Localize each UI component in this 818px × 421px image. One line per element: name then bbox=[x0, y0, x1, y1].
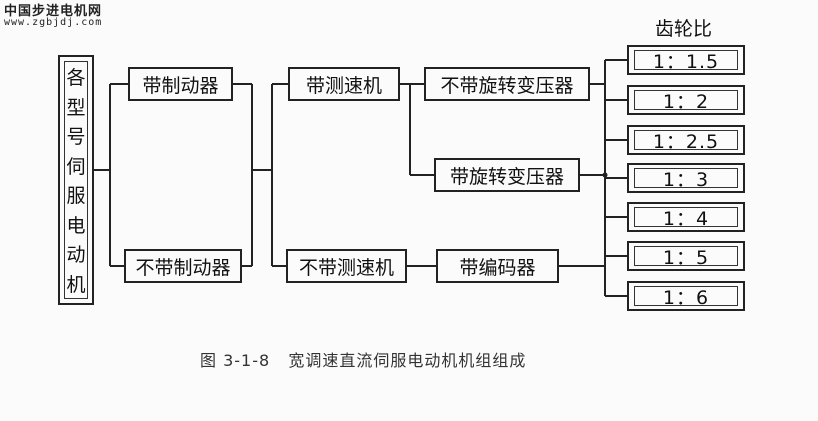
root-char: 各 bbox=[66, 67, 86, 90]
junction-dot bbox=[602, 172, 608, 178]
gear-ratio-box: 1：2 bbox=[627, 85, 745, 115]
gear-ratio-label: 1：5 bbox=[634, 246, 738, 269]
gear-ratio-box: 1：6 bbox=[627, 281, 745, 311]
root-char: 服 bbox=[66, 185, 86, 208]
box-without-brake: 不带制动器 bbox=[124, 249, 242, 283]
root-box-servo-motor: 各 型 号 伺 服 电 动 机 bbox=[58, 55, 94, 305]
watermark-url: www.zgbjdj.com bbox=[4, 17, 103, 28]
root-char: 伺 bbox=[66, 155, 86, 178]
root-char: 电 bbox=[66, 214, 86, 237]
gear-ratio-label: 1：3 bbox=[634, 168, 738, 191]
root-char: 机 bbox=[66, 273, 86, 296]
root-char: 型 bbox=[66, 96, 86, 119]
gear-ratio-box: 1：4 bbox=[627, 202, 745, 232]
gear-ratio-label: 1：2 bbox=[634, 90, 738, 113]
box-with-resolver: 带旋转变压器 bbox=[434, 158, 580, 192]
root-char: 号 bbox=[66, 126, 86, 149]
gear-ratio-label: 1：6 bbox=[634, 286, 738, 309]
gear-ratio-label: 1：1.5 bbox=[634, 50, 738, 73]
watermark-site-name: 中国步进电机网 bbox=[4, 4, 103, 19]
gear-ratio-box: 1：3 bbox=[627, 163, 745, 193]
gear-ratio-box: 1：5 bbox=[627, 241, 745, 271]
box-without-tachometer: 不带测速机 bbox=[286, 249, 407, 283]
box-with-brake: 带制动器 bbox=[128, 67, 233, 101]
gear-ratio-box: 1：1.5 bbox=[627, 45, 745, 75]
gear-ratio-label: 1：2.5 bbox=[634, 130, 738, 153]
box-with-tachometer: 带测速机 bbox=[288, 67, 400, 101]
root-char: 动 bbox=[66, 244, 86, 267]
gear-ratio-label: 1：4 bbox=[634, 207, 738, 230]
box-without-resolver: 不带旋转变压器 bbox=[424, 67, 590, 101]
figure-caption: 图 3-1-8 宽调速直流伺服电动机机组组成 bbox=[200, 351, 527, 370]
gear-ratio-box: 1：2.5 bbox=[627, 125, 745, 155]
box-with-encoder: 带编码器 bbox=[436, 249, 559, 283]
gear-ratio-title: 齿轮比 bbox=[655, 18, 713, 40]
